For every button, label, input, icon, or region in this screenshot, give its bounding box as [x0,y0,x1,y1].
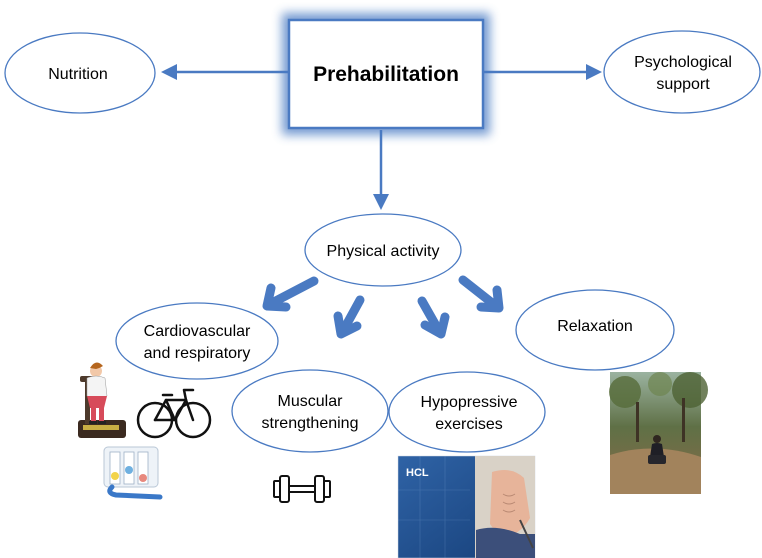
relaxation-photo [609,372,708,494]
relaxation-node: Relaxation [515,289,675,371]
prehabilitation-title: Prehabilitation [313,63,459,86]
cardio-label-line1: Cardiovascular [144,323,251,340]
relaxation-label: Relaxation [557,318,633,335]
hcl-logo-text: HCL [406,467,429,479]
arrowhead-nutrition [161,64,177,80]
muscular-node: Muscular strengthening [231,369,389,453]
arrow-to-relaxation [458,275,504,313]
arrow-to-hypopressive [417,296,450,339]
dumbbell-icon [273,475,331,503]
cardio-node: Cardiovascular and respiratory [115,302,279,380]
treadmill-icon [78,362,126,438]
psychological-label-line2: support [656,76,710,93]
nutrition-label: Nutrition [48,66,108,83]
psychological-node: Psychological support [603,30,761,114]
psychological-label-line1: Psychological [634,54,732,71]
bicycle-icon [136,388,212,439]
hypopressive-node: Hypopressive exercises [388,371,546,453]
muscular-label-line1: Muscular [278,393,344,410]
activity-arrows [262,275,504,339]
arrowhead-physical [373,194,389,210]
hypopressive-photo: HCL [397,455,536,558]
connector-arrows [161,64,602,210]
spirometer-icon [103,446,163,500]
arrowhead-psychological [586,64,602,80]
hypopressive-label-line1: Hypopressive [421,394,518,411]
hypopressive-label-line2: exercises [435,416,503,433]
physical-activity-label: Physical activity [327,243,440,260]
muscular-label-line2: strengthening [262,415,359,432]
cardio-label-line2: and respiratory [144,345,251,362]
arrow-to-muscular [333,295,365,339]
nutrition-node: Nutrition [4,32,156,114]
arrow-to-cardio [262,276,319,312]
prehabilitation-box: Prehabilitation [282,13,490,135]
physical-activity-node: Physical activity [304,213,462,287]
